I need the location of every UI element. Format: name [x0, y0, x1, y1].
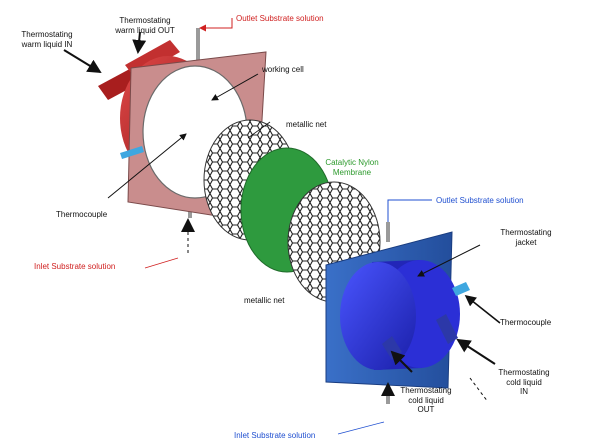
cold-jacket-front: [340, 262, 416, 370]
label-metallic-net-bottom: metallic net: [244, 296, 285, 305]
label-warm-liquid-in: Thermostating warm liquid IN: [21, 30, 73, 49]
label-outlet-substrate-top: Outlet Substrate solution: [236, 14, 324, 23]
label-warm-liquid-out: Thermostating warm liquid OUT: [115, 16, 175, 35]
label-outlet-substrate-right: Outlet Substrate solution: [436, 196, 524, 205]
outlet-tube-top: [196, 28, 200, 68]
label-inlet-substrate-bottom: Inlet Substrate solution: [234, 431, 316, 440]
label-working-cell: working cell: [262, 65, 304, 74]
label-thermocouple-right: Thermocouple: [500, 318, 552, 327]
outlet-tube-right: [386, 222, 390, 242]
label-catalytic-membrane: Catalytic Nylon Membrane: [325, 158, 379, 177]
label-thermocouple-left: Thermocouple: [56, 210, 108, 219]
pointer-lines: [63, 18, 501, 435]
label-cold-liquid-out: Thermostating cold liquid OUT: [400, 386, 452, 414]
label-thermostating-jacket: Thermostating jacket: [500, 228, 552, 247]
label-metallic-net-top: metallic net: [286, 120, 327, 129]
cold-in-tube: [436, 314, 458, 344]
label-cold-liquid-in: Thermostating cold liquid IN: [498, 368, 550, 396]
thermocouple-probe-right: [452, 282, 470, 296]
label-inlet-substrate-left: Inlet Substrate solution: [34, 262, 116, 271]
thermocouple-probe-left: [120, 146, 144, 159]
